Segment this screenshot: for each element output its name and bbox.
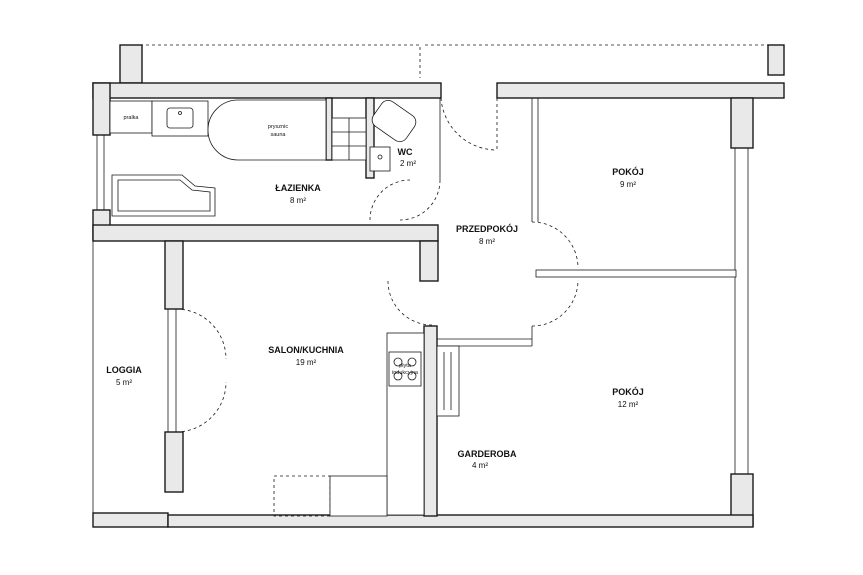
- wc-fixtures: [369, 99, 417, 172]
- upper-outline: [119, 44, 785, 84]
- right-wall-upper: [730, 97, 754, 149]
- bathtub: [111, 174, 216, 217]
- lazienka-area: 8 m²: [290, 196, 306, 205]
- exterior-walls: [92, 82, 785, 528]
- door-swings: [175, 97, 579, 433]
- lazienka-name: ŁAZIENKA: [275, 183, 321, 193]
- top-wall-right: [496, 82, 785, 99]
- wardrobe-fixtures: [436, 345, 460, 417]
- pralka-label: pralka: [124, 115, 140, 121]
- partitions: [437, 98, 737, 347]
- wc-area: 2 m²: [400, 159, 416, 168]
- left-wall-upper: [92, 82, 111, 136]
- bedroom-partition: [535, 269, 737, 278]
- salon-garderoba-wall: [423, 325, 438, 517]
- windows: [92, 135, 749, 513]
- shower-sauna: [207, 99, 327, 161]
- induction-cooktop: [388, 351, 422, 387]
- top-wall-left: [92, 82, 442, 99]
- upper-right-pillar: [767, 44, 785, 76]
- loggia-pillar-lower: [164, 431, 184, 493]
- cooktop-label-2: indukcyjna: [392, 370, 419, 376]
- wc-name: WC: [398, 147, 413, 157]
- upper-left-pillar: [119, 44, 143, 84]
- loggia-name: LOGGIA: [106, 365, 142, 375]
- wardrobe-shelf: [436, 345, 460, 417]
- kitchen-counter-bottom: [329, 475, 388, 517]
- bathroom-bottom-wall: [92, 224, 439, 242]
- bottom-wall-loggia: [92, 512, 169, 528]
- pokoj-small-name: POKÓJ: [612, 166, 644, 177]
- garderoba-name: GARDEROBA: [457, 449, 517, 459]
- bathroom-fixtures: pralka prysznic sauna: [109, 99, 367, 217]
- loggia-pillar: [164, 240, 184, 310]
- sink-icon: [166, 107, 194, 129]
- shower-label-1: prysznic: [268, 124, 288, 130]
- hall-pillar-top: [419, 240, 439, 282]
- room-labels: ŁAZIENKA 8 m² WC 2 m² POKÓJ 9 m² PRZEDPO…: [106, 147, 644, 470]
- toilet-icon: [371, 99, 417, 143]
- pokoj-small-area: 9 m²: [620, 180, 636, 189]
- salon-name: SALON/KUCHNIA: [268, 345, 344, 355]
- bottom-wall: [167, 514, 754, 528]
- fridge-outline: [273, 475, 331, 517]
- shower-label-2: sauna: [271, 132, 287, 138]
- pokoj-large-name: POKÓJ: [612, 386, 644, 397]
- loggia-area: 5 m²: [116, 378, 132, 387]
- przedpokoj-name: PRZEDPOKÓJ: [456, 223, 518, 234]
- washing-machine: [109, 100, 153, 134]
- salon-area: 19 m²: [296, 358, 317, 367]
- przedpokoj-area: 8 m²: [479, 237, 495, 246]
- garderoba-area: 4 m²: [472, 461, 488, 470]
- pokoj-large-area: 12 m²: [618, 400, 639, 409]
- kitchen-fixtures: płyta indukcyjna: [273, 332, 425, 517]
- cooktop-label-1: płyta: [399, 363, 412, 369]
- bathroom-inner-wall: [325, 97, 333, 161]
